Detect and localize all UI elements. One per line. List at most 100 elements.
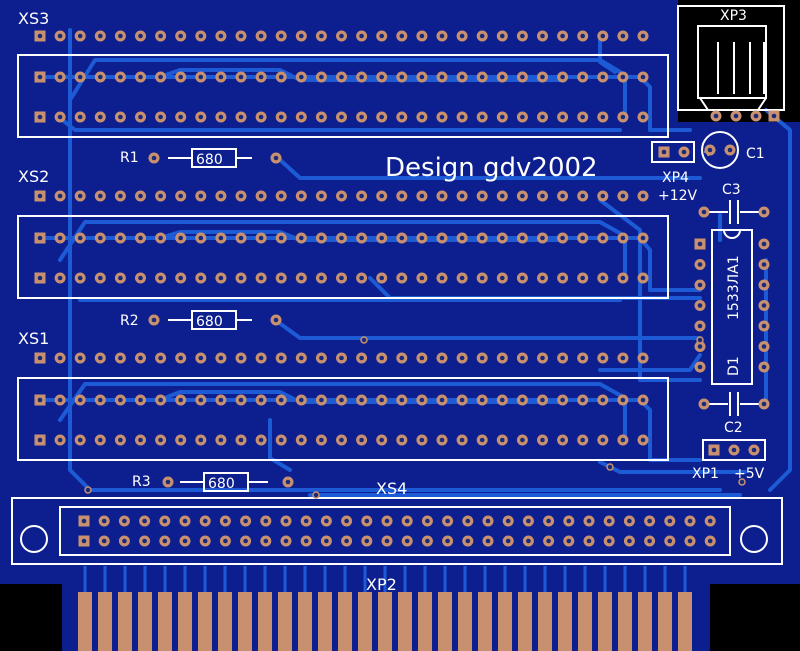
pad-hole-121 bbox=[580, 193, 586, 199]
copper-trace-5 bbox=[276, 156, 702, 180]
pad-hole-175 bbox=[419, 275, 425, 281]
pad-hole-245 bbox=[580, 397, 586, 403]
pad-hole-95 bbox=[57, 193, 63, 199]
edge-finger-12 bbox=[298, 592, 312, 651]
pad-hole-291 bbox=[303, 518, 309, 524]
pad-hole-53 bbox=[459, 74, 465, 80]
pad-hole-184 bbox=[600, 275, 606, 281]
r1-label: R1 bbox=[120, 150, 139, 166]
pad-hole-165 bbox=[218, 275, 224, 281]
pad-hole-227 bbox=[218, 397, 224, 403]
pad-hole-300 bbox=[485, 518, 491, 524]
pad-hole-198 bbox=[258, 355, 264, 361]
pad-hole-162 bbox=[158, 275, 163, 281]
pad-hole-310 bbox=[687, 518, 693, 524]
xp3-label: XP3 bbox=[720, 8, 747, 24]
edge-finger-27 bbox=[598, 592, 612, 651]
pad-hole-269 bbox=[439, 437, 445, 443]
pad-hole-247 bbox=[620, 397, 626, 403]
pad-hole-122 bbox=[600, 193, 606, 199]
pad-hole-271 bbox=[479, 437, 485, 443]
pad-hole-322 bbox=[283, 538, 289, 544]
pad-hole-366 bbox=[761, 241, 767, 247]
pad-hole-263 bbox=[319, 437, 324, 443]
pad-hole-268 bbox=[419, 437, 425, 443]
r2-value: 680 bbox=[196, 314, 223, 330]
pad-hole-311 bbox=[707, 518, 713, 524]
xp4-outline bbox=[651, 141, 695, 163]
pad-hole-57 bbox=[540, 74, 545, 80]
pad-hole-40 bbox=[198, 74, 204, 80]
edge-finger-25 bbox=[558, 592, 572, 651]
mount-hole-right bbox=[740, 525, 768, 553]
pad-hole-46 bbox=[319, 74, 324, 80]
pad-hole-201 bbox=[319, 355, 324, 361]
pad-hole-217 bbox=[640, 355, 646, 361]
pad-hole-8 bbox=[178, 33, 184, 39]
pad-hole-81 bbox=[399, 114, 405, 120]
pad-hole-284 bbox=[162, 518, 168, 524]
edge-connector-fingers bbox=[78, 566, 692, 651]
pad-hole-93 bbox=[640, 114, 646, 120]
pad-hole-9 bbox=[198, 33, 204, 39]
pad-hole-364 bbox=[751, 447, 757, 453]
pad-hole-16 bbox=[339, 33, 344, 39]
pad-hole-337 bbox=[586, 538, 592, 544]
pad-hole-45 bbox=[298, 74, 304, 80]
pad-hole-82 bbox=[419, 114, 425, 120]
pad-hole-14 bbox=[298, 33, 304, 39]
pad-hole-208 bbox=[459, 355, 465, 361]
pad-hole-327 bbox=[384, 538, 390, 544]
pad-hole-232 bbox=[319, 397, 324, 403]
pad-hole-202 bbox=[339, 355, 344, 361]
xs1-label: XS1 bbox=[18, 329, 49, 348]
mount-hole-left bbox=[20, 525, 48, 553]
pad-hole-262 bbox=[298, 437, 304, 443]
pad-hole-41 bbox=[218, 74, 224, 80]
pad-hole-274 bbox=[540, 437, 545, 443]
pad-hole-353 bbox=[771, 113, 777, 119]
pad-hole-172 bbox=[359, 275, 364, 281]
pad-hole-209 bbox=[479, 355, 485, 361]
edge-finger-19 bbox=[438, 592, 452, 651]
pad-hole-186 bbox=[640, 275, 646, 281]
pad-hole-338 bbox=[606, 538, 612, 544]
pad-hole-72 bbox=[218, 114, 224, 120]
pad-hole-159 bbox=[97, 275, 103, 281]
pad-hole-332 bbox=[485, 538, 491, 544]
pad-hole-223 bbox=[138, 397, 143, 403]
pad-hole-141 bbox=[359, 235, 364, 241]
pad-hole-248 bbox=[640, 397, 646, 403]
pad-hole-266 bbox=[379, 437, 385, 443]
copper-trace-4 bbox=[58, 116, 622, 132]
pad-hole-30 bbox=[620, 33, 626, 39]
pad-hole-91 bbox=[600, 114, 606, 120]
pad-hole-194 bbox=[178, 355, 184, 361]
pad-hole-161 bbox=[138, 275, 143, 281]
copper-trace-3 bbox=[158, 68, 562, 82]
pad-hole-22 bbox=[459, 33, 465, 39]
pad-hole-319 bbox=[223, 538, 228, 544]
pad-hole-347 bbox=[273, 317, 279, 323]
pad-hole-318 bbox=[202, 538, 208, 544]
pad-hole-117 bbox=[499, 193, 505, 199]
pad-hole-79 bbox=[359, 114, 364, 120]
pad-hole-158 bbox=[77, 275, 83, 281]
pad-hole-313 bbox=[101, 538, 107, 544]
pad-hole-147 bbox=[479, 235, 485, 241]
pad-hole-129 bbox=[118, 235, 123, 241]
xp2-label: XP2 bbox=[366, 575, 397, 594]
pad-hole-329 bbox=[425, 538, 430, 544]
pad-hole-325 bbox=[344, 538, 349, 544]
pad-hole-251 bbox=[77, 437, 83, 443]
pad-hole-249 bbox=[37, 437, 43, 443]
pad-hole-218 bbox=[37, 397, 43, 403]
copper-trace-20 bbox=[598, 353, 702, 372]
pad-hole-283 bbox=[142, 518, 147, 524]
edge-finger-24 bbox=[538, 592, 552, 651]
pad-hole-342 bbox=[687, 538, 693, 544]
xs2-outline bbox=[17, 215, 669, 299]
pad-hole-242 bbox=[520, 397, 525, 403]
pad-hole-264 bbox=[339, 437, 344, 443]
